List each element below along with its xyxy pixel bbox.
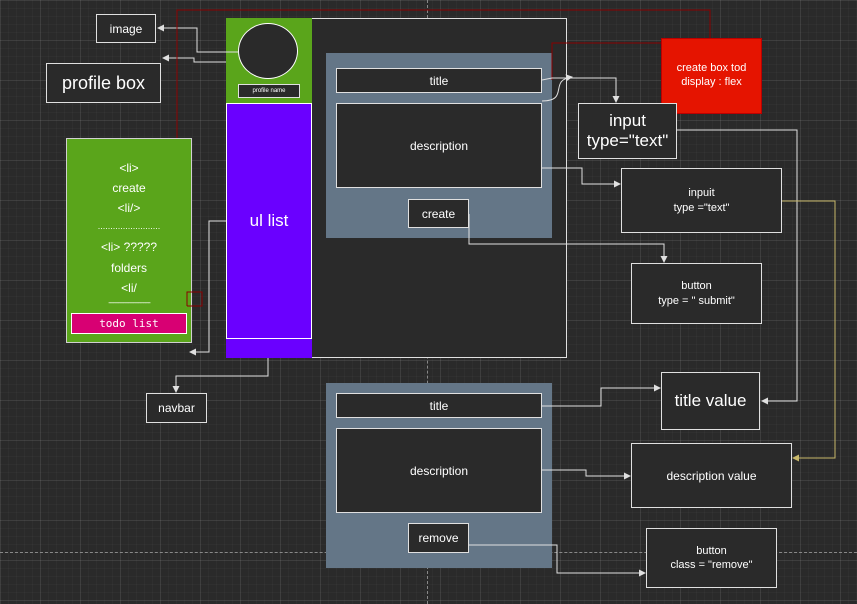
button-remove-note: button class = "remove" — [646, 528, 777, 588]
description-value-note: description value — [631, 443, 792, 508]
profile-name: profile name — [238, 84, 300, 98]
sidebar-folders-item[interactable]: folders — [110, 261, 148, 275]
profile-image-circle — [238, 23, 298, 79]
todo-list-item[interactable]: todo list — [71, 313, 187, 334]
todo-description-field: description — [336, 428, 542, 513]
line-navbar — [172, 358, 269, 393]
li-close-1: <li/> — [117, 201, 141, 215]
line-sidebar — [189, 220, 226, 356]
image-label: image — [96, 14, 156, 43]
line-inpuit-descvalue — [782, 200, 836, 462]
create-button[interactable]: create — [408, 199, 469, 228]
todo-title-field: title — [336, 393, 542, 418]
line-todotitle-titlevalue — [542, 384, 661, 407]
sidebar-create-item[interactable]: create — [112, 181, 146, 195]
remove-button[interactable]: remove — [408, 523, 469, 553]
ul-list-box: ul list — [226, 103, 312, 339]
li-open-1: <li> — [119, 161, 139, 175]
navbar-label: navbar — [146, 393, 207, 423]
separator-dots: ......................... — [97, 221, 161, 231]
separator-dashes: ------------------------- — [108, 298, 151, 307]
button-submit-note: button type = " submit" — [631, 263, 762, 324]
create-description-field[interactable]: description — [336, 103, 542, 188]
title-value-note: title value — [661, 372, 760, 430]
navbar-bottom-strip — [226, 339, 312, 358]
line-profile-box — [162, 54, 226, 63]
li-close-2: <li/ — [121, 281, 137, 295]
li-open-2: <li> ????? — [100, 240, 158, 254]
line-tododesc-descvalue — [542, 469, 631, 480]
profile-box-label: profile box — [46, 63, 161, 103]
inputt-text-note: inpuit type ="text" — [621, 168, 782, 233]
input-text-note: input type="text" — [578, 103, 677, 159]
create-title-field[interactable]: title — [336, 68, 542, 93]
line-red-create — [551, 42, 661, 80]
